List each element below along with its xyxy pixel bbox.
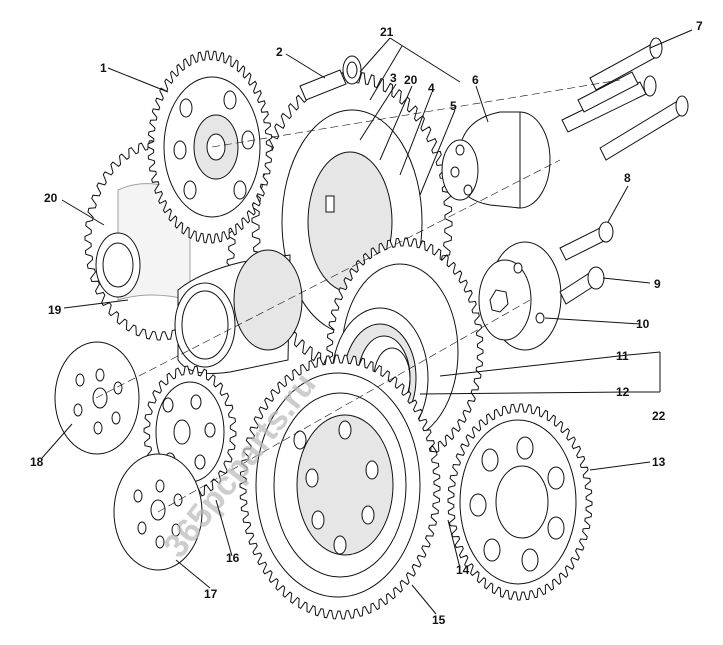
callout-19: 19 <box>48 303 62 317</box>
callout-7: 7 <box>696 19 703 33</box>
callout-15: 15 <box>432 613 446 627</box>
callout-5: 5 <box>450 99 457 113</box>
callout-14: 14 <box>456 563 470 577</box>
callout-11: 11 <box>616 349 629 363</box>
axis-lines <box>95 79 621 513</box>
gear-15 <box>239 354 441 620</box>
callout-4: 4 <box>428 81 435 95</box>
bolt-2 <box>299 55 362 101</box>
callout-13: 13 <box>652 455 666 469</box>
bolt-9 <box>559 266 605 305</box>
bushing-19 <box>174 249 303 374</box>
callout-6: 6 <box>472 73 479 87</box>
leader-lines <box>41 29 693 615</box>
bolt-8 <box>559 221 614 261</box>
washer-17 <box>113 453 203 571</box>
bolts-7 <box>561 37 689 161</box>
callout-21: 21 <box>380 25 394 39</box>
callout-1: 1 <box>100 61 107 75</box>
callout-17: 17 <box>204 587 218 601</box>
callout-20-top: 20 <box>404 73 418 87</box>
small-pin <box>325 195 335 213</box>
hub-6 <box>441 111 551 209</box>
callout-9: 9 <box>654 277 661 291</box>
callout-16: 16 <box>226 551 240 565</box>
callout-8: 8 <box>624 171 631 185</box>
callout-labels: 1 2 3 4 5 6 7 8 9 10 11 12 13 14 15 16 1… <box>30 19 703 627</box>
callout-2: 2 <box>276 45 283 59</box>
callout-22: 22 <box>652 409 666 423</box>
gear-1 <box>147 50 273 244</box>
callout-20-left: 20 <box>44 191 58 205</box>
bearing-ring <box>95 232 141 298</box>
washer-18 <box>54 341 140 455</box>
callout-3: 3 <box>390 71 397 85</box>
callout-10: 10 <box>636 317 650 331</box>
hub-10 <box>478 241 562 351</box>
callout-18: 18 <box>30 455 44 469</box>
gear-13 <box>447 403 593 601</box>
callout-12: 12 <box>616 385 630 399</box>
